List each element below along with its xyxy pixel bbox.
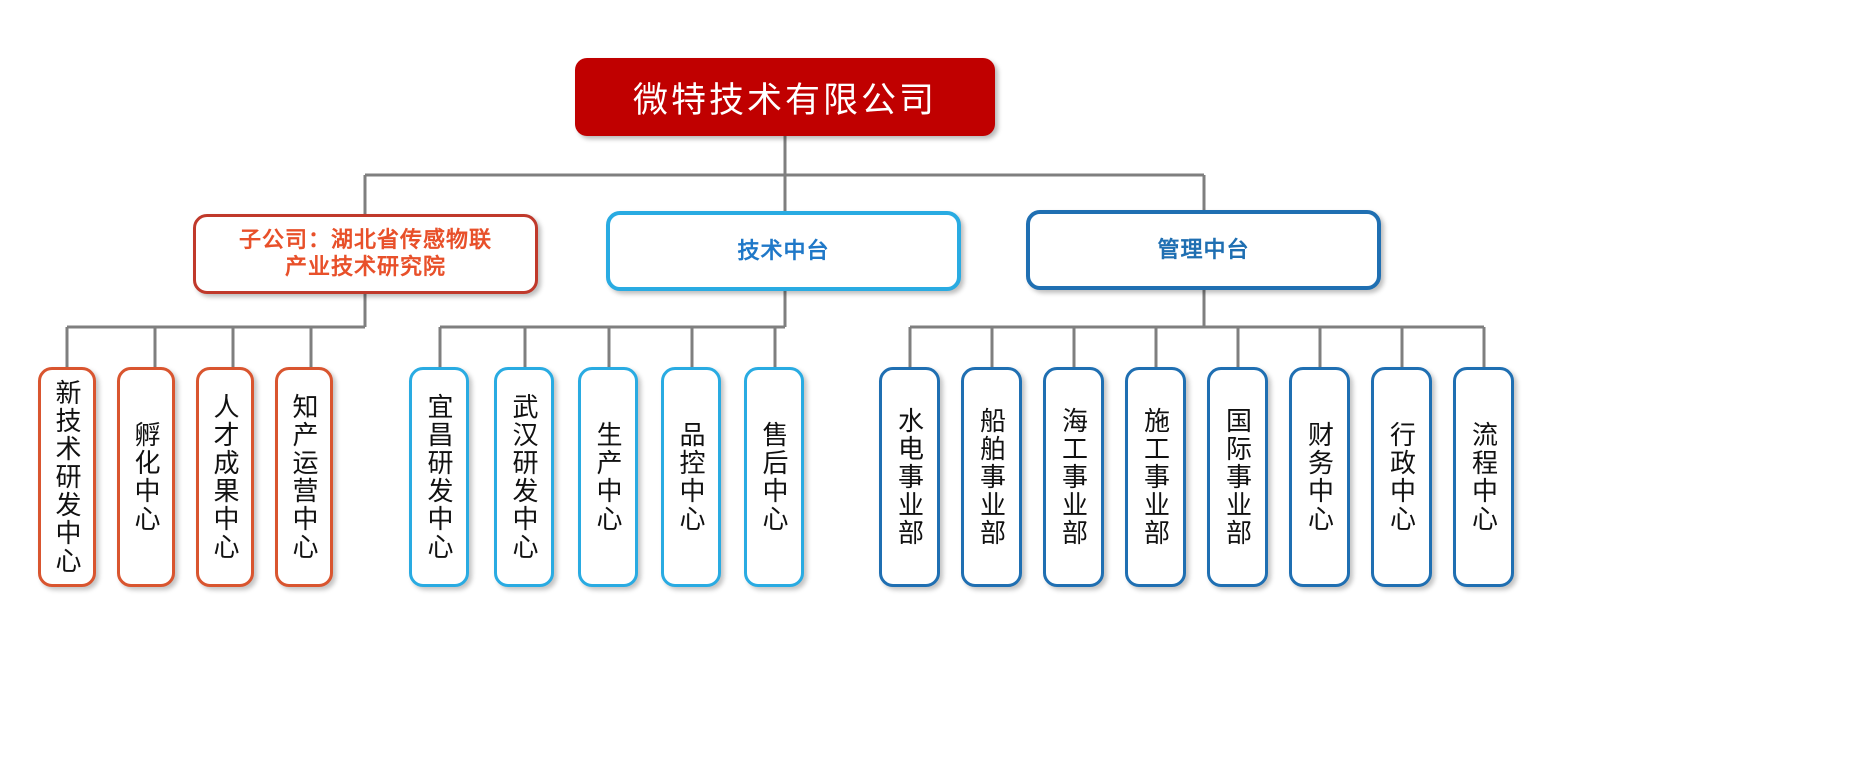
node-leaf-label: 船舶事业部 xyxy=(976,407,1007,547)
node-root-company[interactable]: 微特技术有限公司 xyxy=(575,58,995,136)
node-subsidiary-label: 子公司：湖北省传感物联 产业技术研究院 xyxy=(238,227,492,279)
node-leaf-label: 施工事业部 xyxy=(1140,407,1171,547)
node-leaf-administration-center[interactable]: 行政中心 xyxy=(1371,367,1432,587)
node-leaf-label: 流程中心 xyxy=(1468,421,1499,533)
node-leaf-yichang-rd-center[interactable]: 宜昌研发中心 xyxy=(409,367,469,587)
node-leaf-label: 人才成果中心 xyxy=(210,393,241,561)
node-leaf-label: 知产运营中心 xyxy=(289,393,320,561)
node-leaf-production-center[interactable]: 生产中心 xyxy=(578,367,638,587)
node-leaf-construction-division[interactable]: 施工事业部 xyxy=(1125,367,1186,587)
node-subsidiary[interactable]: 子公司：湖北省传感物联 产业技术研究院 xyxy=(193,214,538,294)
node-tech-middle-platform[interactable]: 技术中台 xyxy=(606,211,961,291)
node-leaf-international-division[interactable]: 国际事业部 xyxy=(1207,367,1268,587)
node-mgmt-middle-platform[interactable]: 管理中台 xyxy=(1026,210,1381,290)
node-root-company-label: 微特技术有限公司 xyxy=(632,80,937,120)
node-leaf-talent-achievement-center[interactable]: 人才成果中心 xyxy=(196,367,254,587)
node-leaf-label: 孵化中心 xyxy=(131,421,162,533)
node-leaf-label: 国际事业部 xyxy=(1222,407,1253,547)
node-leaf-label: 海工事业部 xyxy=(1058,407,1089,547)
node-leaf-label: 生产中心 xyxy=(593,421,624,533)
node-leaf-after-sales-center[interactable]: 售后中心 xyxy=(744,367,804,587)
node-tech-middle-platform-label: 技术中台 xyxy=(737,237,830,263)
node-leaf-incubation-center[interactable]: 孵化中心 xyxy=(117,367,175,587)
node-mgmt-middle-platform-label: 管理中台 xyxy=(1157,236,1250,262)
node-leaf-finance-center[interactable]: 财务中心 xyxy=(1289,367,1350,587)
node-leaf-new-tech-rd-center[interactable]: 新技术研发中心 xyxy=(38,367,96,587)
node-leaf-shipping-division[interactable]: 船舶事业部 xyxy=(961,367,1022,587)
node-leaf-wuhan-rd-center[interactable]: 武汉研发中心 xyxy=(494,367,554,587)
node-leaf-label: 财务中心 xyxy=(1304,421,1335,533)
node-leaf-label: 武汉研发中心 xyxy=(509,393,540,561)
node-leaf-label: 宜昌研发中心 xyxy=(424,393,455,561)
node-leaf-process-center[interactable]: 流程中心 xyxy=(1453,367,1514,587)
node-leaf-offshore-engineering-division[interactable]: 海工事业部 xyxy=(1043,367,1104,587)
node-leaf-label: 新技术研发中心 xyxy=(52,379,83,575)
node-leaf-label: 水电事业部 xyxy=(894,407,925,547)
node-leaf-hydropower-division[interactable]: 水电事业部 xyxy=(879,367,940,587)
node-leaf-label: 售后中心 xyxy=(759,421,790,533)
node-leaf-label: 行政中心 xyxy=(1386,421,1417,533)
node-leaf-label: 品控中心 xyxy=(676,421,707,533)
node-leaf-quality-control-center[interactable]: 品控中心 xyxy=(661,367,721,587)
node-leaf-ip-operation-center[interactable]: 知产运营中心 xyxy=(275,367,333,587)
